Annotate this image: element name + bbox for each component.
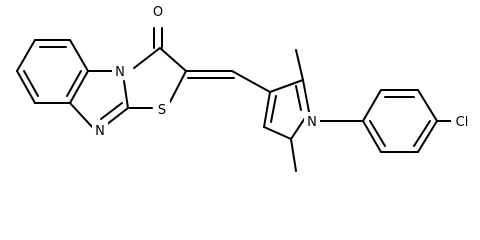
atom-label-nitrogen: N [115,65,125,80]
bond [100,102,123,120]
bond [69,70,89,104]
bond [295,85,302,111]
bond [295,49,304,81]
bond [269,79,304,93]
bond [69,39,89,72]
bond [123,80,129,109]
bond [369,120,386,147]
bond [263,91,271,128]
bond [16,39,36,72]
atom-label-nitrogen: N [95,124,105,139]
atom-label-chlorine: Cl [456,115,469,130]
bond [417,89,438,122]
bond [133,47,161,69]
bond [417,120,438,153]
bond [105,107,129,126]
atom-label-oxygen: O [153,5,163,20]
bond [302,79,310,113]
bond [290,138,297,172]
bond [263,126,292,140]
bond [362,120,382,153]
bond [362,89,382,122]
atom-labels: O N N S N Cl [92,2,475,139]
bond [23,70,39,97]
bond [413,120,431,147]
molecule-canvas: O N N S N Cl [16,2,475,172]
bonds [16,27,453,172]
bond [66,70,82,97]
bond [69,102,95,130]
bond [270,95,277,123]
bond [231,70,271,93]
structure-diagram: O N N S N Cl [16,2,475,172]
atom-label-nitrogen: N [307,115,317,130]
bond [169,70,187,103]
atom-label-sulfur: S [158,103,166,118]
bond [16,70,36,104]
bond [159,47,187,72]
